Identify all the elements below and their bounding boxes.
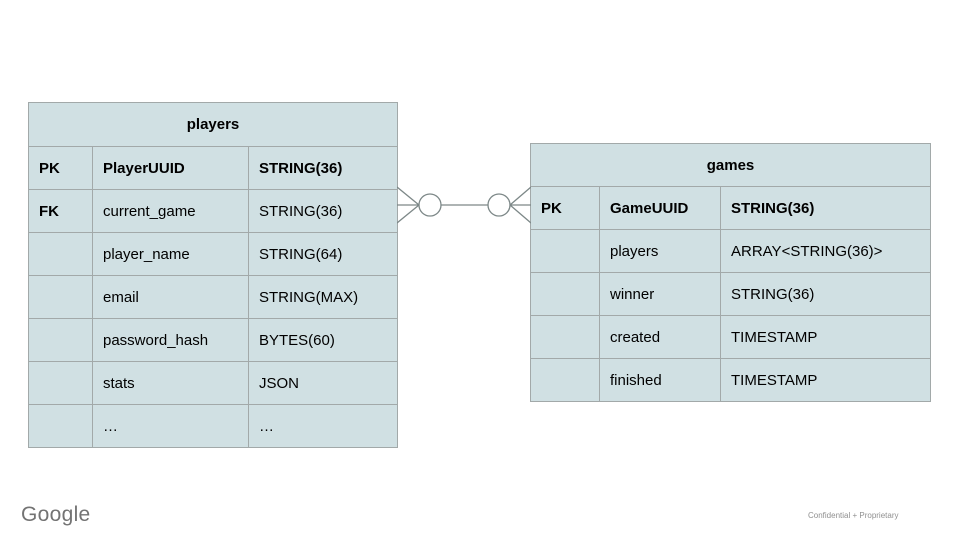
games-table-title: games bbox=[529, 143, 932, 187]
table-row: FK current_game STRING(36) bbox=[28, 189, 399, 233]
table-row: PK GameUUID STRING(36) bbox=[530, 186, 932, 230]
cell-field-name: winner bbox=[599, 272, 721, 316]
cell-field-name: current_game bbox=[92, 189, 249, 233]
table-row: password_hash BYTES(60) bbox=[28, 318, 399, 362]
cell-field-type: STRING(36) bbox=[719, 186, 932, 230]
cell-field-name: finished bbox=[599, 358, 721, 402]
cell-field-type: STRING(36) bbox=[247, 146, 399, 190]
table-row: player_name STRING(64) bbox=[28, 232, 399, 276]
table-row: winner STRING(36) bbox=[530, 272, 932, 316]
cell-field-name: PlayerUUID bbox=[92, 146, 249, 190]
cell-key bbox=[530, 358, 600, 402]
table-row: created TIMESTAMP bbox=[530, 315, 932, 359]
cell-key: FK bbox=[28, 189, 93, 233]
cell-key: PK bbox=[530, 186, 600, 230]
cell-field-name: players bbox=[599, 229, 721, 273]
cell-field-type: STRING(64) bbox=[247, 232, 399, 276]
cell-field-name: GameUUID bbox=[599, 186, 721, 230]
confidential-label: Confidential + Proprietary bbox=[808, 511, 899, 520]
google-logo: Google bbox=[21, 503, 91, 526]
cell-field-type: … bbox=[247, 404, 399, 448]
cell-key bbox=[28, 275, 93, 319]
cell-field-type: STRING(MAX) bbox=[247, 275, 399, 319]
cell-field-name: password_hash bbox=[92, 318, 249, 362]
zero-cardinality-right-icon bbox=[487, 193, 511, 217]
games-table: games PK GameUUID STRING(36) players ARR… bbox=[529, 143, 932, 402]
cell-key bbox=[28, 404, 93, 448]
table-row: PK PlayerUUID STRING(36) bbox=[28, 146, 399, 190]
table-header-row: games bbox=[529, 143, 932, 187]
cell-key bbox=[28, 232, 93, 276]
table-row: email STRING(MAX) bbox=[28, 275, 399, 319]
players-table: players PK PlayerUUID STRING(36) FK curr… bbox=[27, 102, 399, 448]
cell-field-name: player_name bbox=[92, 232, 249, 276]
cell-field-name: … bbox=[92, 404, 249, 448]
cell-field-name: stats bbox=[92, 361, 249, 405]
cell-field-type: ARRAY<STRING(36)> bbox=[719, 229, 932, 273]
crow-foot-right-icon bbox=[509, 186, 531, 224]
cell-field-type: JSON bbox=[247, 361, 399, 405]
table-row: stats JSON bbox=[28, 361, 399, 405]
crow-foot-left-icon bbox=[397, 186, 420, 224]
cell-field-name: created bbox=[599, 315, 721, 359]
relationship-connector bbox=[397, 186, 531, 224]
cell-field-type: TIMESTAMP bbox=[719, 315, 932, 359]
cell-field-type: STRING(36) bbox=[247, 189, 399, 233]
table-row: players ARRAY<STRING(36)> bbox=[530, 229, 932, 273]
cell-key: PK bbox=[28, 146, 93, 190]
zero-cardinality-left-icon bbox=[418, 193, 442, 217]
cell-key bbox=[530, 315, 600, 359]
table-row: finished TIMESTAMP bbox=[530, 358, 932, 402]
table-row: … … bbox=[28, 404, 399, 448]
cell-field-type: BYTES(60) bbox=[247, 318, 399, 362]
cell-key bbox=[530, 229, 600, 273]
table-header-row: players bbox=[27, 102, 399, 147]
players-table-title: players bbox=[27, 102, 399, 147]
cell-field-name: email bbox=[92, 275, 249, 319]
cell-key bbox=[530, 272, 600, 316]
cell-key bbox=[28, 361, 93, 405]
cell-field-type: STRING(36) bbox=[719, 272, 932, 316]
cell-field-type: TIMESTAMP bbox=[719, 358, 932, 402]
cell-key bbox=[28, 318, 93, 362]
